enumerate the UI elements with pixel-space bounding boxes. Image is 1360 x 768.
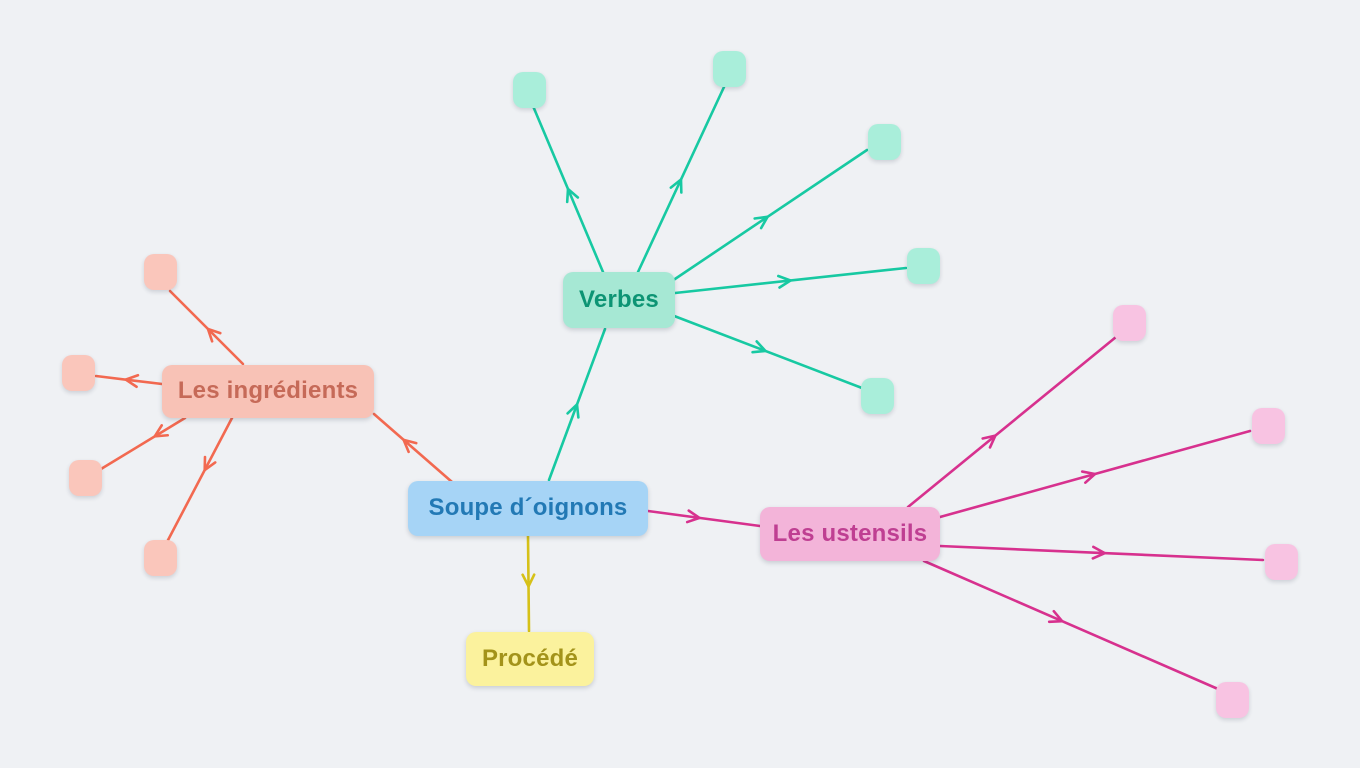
arrowhead-icon [153,424,170,438]
leaf-node-v5[interactable] [860,378,894,414]
arrowhead-icon [753,215,769,230]
edge-ustensils-u1 [906,335,1118,509]
leaf-node-u1[interactable] [1112,305,1146,341]
arrowhead-icon [124,373,140,389]
edge-ingredients-i2 [94,374,164,386]
node-procede[interactable]: Procédé [466,632,594,686]
arrowhead-icon [1080,470,1097,484]
node-label: Les ustensils [772,520,928,547]
edge-verbes-v3 [670,148,869,283]
node-label: Procédé [481,645,579,672]
edge-ingredients-i4 [165,416,234,544]
arrowhead-icon [751,340,767,354]
arrowhead-icon [776,274,792,289]
arrowhead-icon [1091,545,1107,560]
arrowhead-icon [521,573,536,588]
arrowhead-icon [669,178,683,194]
node-label: Verbes [579,286,659,313]
leaf-node-i1[interactable] [143,254,177,290]
leaf-node-u3[interactable] [1264,544,1298,580]
leaf-node-u2[interactable] [1251,408,1285,444]
edge-ingredients-i1 [168,289,245,366]
node-root[interactable]: Soupe d´oignons [408,480,648,536]
edge-ustensils-u4 [922,559,1220,691]
arrowhead-icon [203,455,217,472]
edge-root-ingredients [372,412,454,484]
node-verbes[interactable]: Verbes [563,272,675,328]
arrowhead-icon [206,327,222,343]
leaf-node-i3[interactable] [68,460,102,496]
leaf-node-v3[interactable] [867,124,901,160]
node-ustensils[interactable]: Les ustensils [760,507,940,561]
leaf-node-u4[interactable] [1215,682,1249,718]
leaf-node-v2[interactable] [712,51,746,87]
arrowhead-icon [981,434,997,449]
edge-ingredients-i3 [99,416,187,471]
arrowhead-icon [1047,609,1064,624]
edge-ustensils-u3 [938,544,1265,562]
edge-root-ustensils [646,509,762,528]
leaf-node-i2[interactable] [61,355,95,391]
node-label: Les ingrédients [177,377,359,404]
leaf-node-i4[interactable] [143,540,177,576]
arrowhead-icon [566,403,580,419]
node-ingredients[interactable]: Les ingrédients [162,364,374,418]
arrowhead-icon [565,187,580,204]
node-label: Soupe d´oignons [428,494,628,521]
leaf-node-v4[interactable] [906,248,940,284]
arrowhead-icon [402,438,418,454]
leaf-node-v1[interactable] [512,72,546,108]
arrowhead-icon [685,509,701,524]
